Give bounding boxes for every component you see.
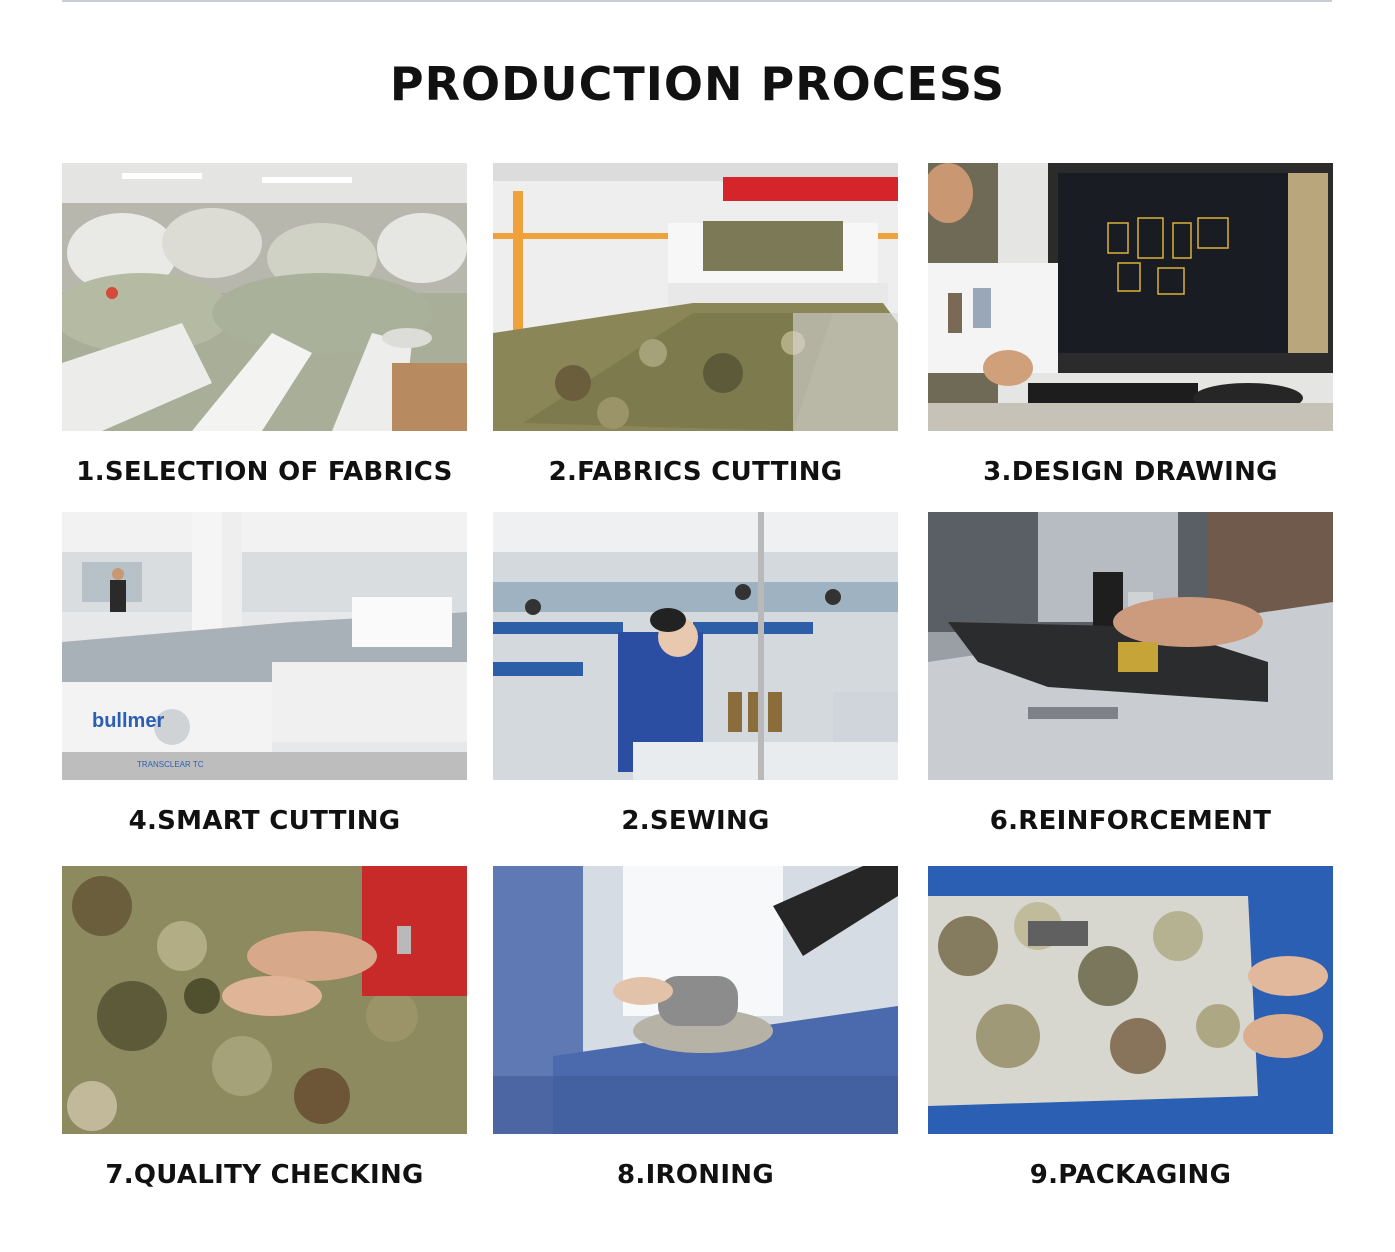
cad-computer-photo <box>928 163 1333 431</box>
step-caption: 6.REINFORCEMENT <box>989 806 1272 836</box>
machine-brand-label: bullmer <box>92 710 164 732</box>
steam-iron-photo <box>493 866 898 1134</box>
page-title: PRODUCTION PROCESS <box>389 57 1006 111</box>
step-caption: 1.SELECTION OF FABRICS <box>76 457 453 487</box>
step-caption: 9.PACKAGING <box>1029 1160 1232 1190</box>
step-caption: 3.DESIGN DRAWING <box>983 457 1278 487</box>
fabric-rolls-photo <box>62 163 467 431</box>
step-caption: 8.IRONING <box>617 1160 774 1190</box>
step-caption: 2.SEWING <box>621 806 770 836</box>
spreading-machine-photo <box>493 163 898 431</box>
sewing-needle-photo <box>928 512 1333 780</box>
cutting-machine-photo: bullmer TRANSCLEAR TC <box>62 512 467 780</box>
top-divider <box>62 0 1332 2</box>
sewing-workshop-photo <box>493 512 898 780</box>
step-caption: 7.QUALITY CHECKING <box>105 1160 424 1190</box>
machine-model-label: TRANSCLEAR TC <box>137 760 204 769</box>
step-caption: 2.FABRICS CUTTING <box>548 457 843 487</box>
inspection-hands-photo <box>62 866 467 1134</box>
bagged-garment-photo <box>928 866 1333 1134</box>
step-caption: 4.SMART CUTTING <box>128 806 401 836</box>
